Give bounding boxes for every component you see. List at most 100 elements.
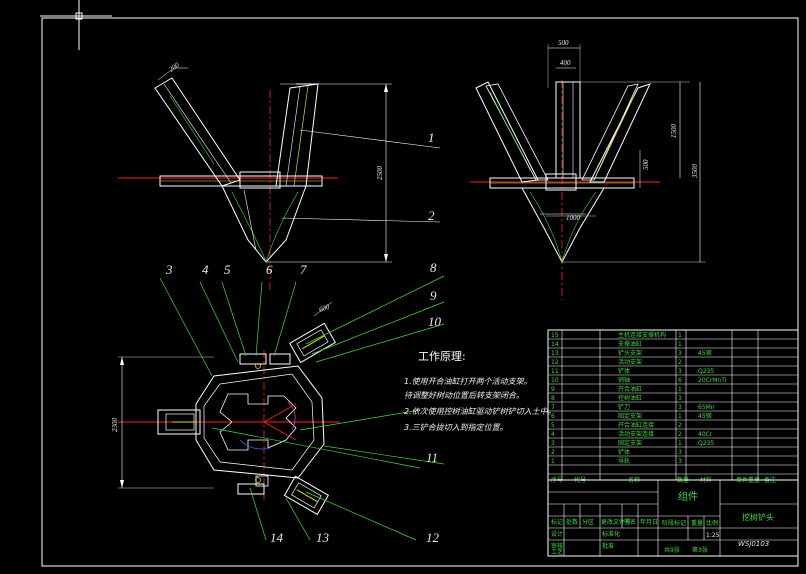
top-view: 600 2300 [111,275,445,541]
bom-row-no: 7 [551,404,555,411]
title-row-sign: 签名 [624,518,636,526]
title-role-standard: 标准化 [602,530,620,538]
bom-row-qty: 3 [678,449,682,456]
bom-row-name: 主机连接支撑机构 [618,331,666,339]
bom-row-material: 45钢 [698,349,712,357]
title-sheet-total: 共9张 [664,546,680,554]
bom-row-no: 13 [551,350,559,357]
bom-row-no: 8 [551,395,555,402]
side-view: 500 400 1500 3500 500 1000 [470,39,706,300]
dim-side-tip-width: 1000 [566,214,581,222]
front-view: 200 2500 [118,61,441,290]
bom-row-qty: 3 [678,395,682,402]
bom-row-material: 40Cr [698,431,713,438]
bom-row-material: 45钢 [698,412,712,420]
title-row-mark: 标记 [551,518,563,526]
callout-8: 8 [430,260,437,275]
title-sheet-no: 第3张 [692,546,708,554]
bom-row-material: Q235 [698,440,714,447]
title-drawing-name: 挖树铲头 [742,512,774,522]
bom-row-qty: 3 [678,350,682,357]
notes-line-3: 2.依次使用控树油缸驱动铲树铲切入土中。 [404,407,556,416]
title-stage: 阶段标记 [662,519,686,527]
bom-row-material: Q235 [698,368,714,375]
callout-1: 1 [428,130,435,145]
bom-row-qty: 3 [678,368,682,375]
notes-line-4: 3.三铲合拢切入到指定位置。 [404,423,508,432]
title-part-name: 组件 [678,490,698,503]
bom-row-material: 20CrMnTi [698,377,727,384]
bom-row-no: 1 [551,458,555,465]
bom-row-no: 12 [551,359,559,366]
bom-row-name: 活动支架 [618,358,642,366]
bom-row-no: 9 [551,386,555,393]
dim-front-top-width: 200 [168,61,182,74]
callout-2: 2 [428,208,435,223]
bom-row-name: 开合油缸连接 [618,421,654,429]
bom-row-no: 3 [551,440,555,447]
title-weight: 重量 [691,519,703,527]
bom-row-qty: 3 [678,404,682,411]
bom-row-no: 10 [551,377,559,384]
title-row-count: 处数 [566,518,578,526]
title-scale-label: 比例 [706,519,718,527]
bom-row-qty: 1 [678,413,682,420]
callout-4: 4 [202,262,209,277]
callout-5: 5 [224,262,231,277]
dim-side-inner-width: 400 [560,59,571,67]
callout-7: 7 [300,262,307,277]
bom-row-name: 铲头支架 [618,349,642,357]
bom-row-no: 4 [551,431,555,438]
dim-side-mid-height: 500 [642,159,650,170]
callout-11: 11 [426,450,438,465]
bom-row-qty: 6 [678,377,682,384]
dim-side-outer-width: 500 [558,39,569,47]
dim-top-height: 2300 [111,418,119,433]
notes-title: 工作原理: [418,350,466,363]
bom-row-qty: 2 [678,359,682,366]
bom-row-name: 铲体 [618,448,630,456]
bom-row-qty: 1 [678,341,682,348]
bom-row-name: 铲体 [618,367,630,375]
title-scale: 1:25 [706,532,720,539]
working-principle-notes: 工作原理: 1.使用开合油缸打开两个活动支架。 待调整好树动位置后转支架闭合。 … [404,350,556,432]
dim-side-total-height: 3500 [691,164,699,180]
callout-6: 6 [266,262,273,277]
callout-9: 9 [430,288,437,303]
bom-row-material: 65Mn [698,404,715,411]
sheet-border [41,17,799,567]
callout-14: 14 [270,530,284,545]
bom-row-name: 控树油缸 [618,394,642,402]
bom-row-no: 5 [551,422,555,429]
title-drawing-code: WSJ0103 [738,540,769,548]
bom-row-qty: 2 [678,422,682,429]
bom-row-qty: 1 [678,440,682,447]
crosshair-cursor-icon [40,0,112,50]
title-row-date: 年月日 [640,518,658,526]
bom-row-name: 支撑油缸 [618,340,642,348]
title-row-change: 更改文件号 [601,518,631,526]
bom-row-name: 导轨 [618,457,630,465]
bom-row-name: 铲刀 [618,403,630,411]
bom-row-name: 销轴 [618,376,630,384]
bom-row-qty: 2 [678,431,682,438]
bom-row-qty: 1 [678,386,682,393]
bom-row-name: 固定支架 [618,439,642,447]
title-block: 组件 挖树铲头 WSJ0103 标记 处数 分区 更改文件号 签名 年月日 设计… [547,479,799,557]
bom-row-name: 活动支架连接 [618,430,654,438]
callout-3: 3 [165,262,173,277]
bom-row-no: 6 [551,413,555,420]
bom-row-name: 开合油缸 [618,385,642,393]
notes-line-2: 待调整好树动位置后转支架闭合。 [404,391,524,400]
bom-row-no: 2 [551,449,555,456]
callout-12: 12 [426,530,440,545]
callout-10: 10 [428,314,442,329]
dim-side-upper-height: 1500 [670,124,678,139]
callouts: 1 2 3 4 5 6 7 8 9 10 11 12 13 14 [165,130,442,545]
bom-row-no: 11 [551,368,559,375]
dim-top-small: 600 [318,303,331,314]
title-role-design: 设计 [551,530,563,538]
callout-13: 13 [316,530,330,545]
